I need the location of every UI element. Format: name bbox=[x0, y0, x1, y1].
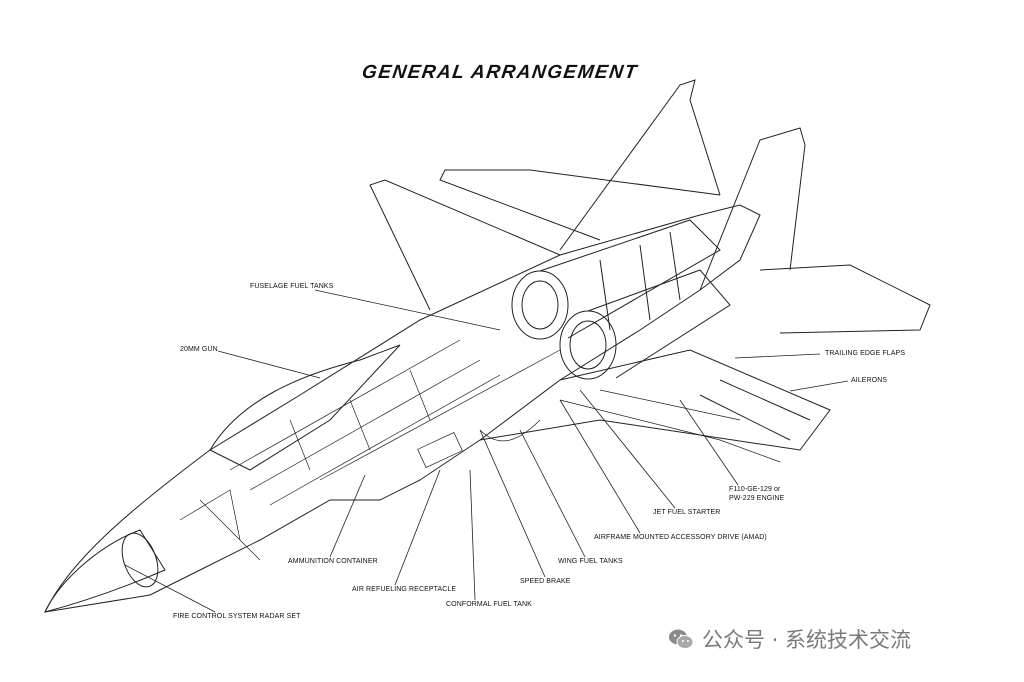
label-ammunition-container: AMMUNITION CONTAINER bbox=[288, 558, 378, 565]
label-wing-fuel-tanks: WING FUEL TANKS bbox=[558, 558, 623, 565]
label-radar-set: FIRE CONTROL SYSTEM RADAR SET bbox=[173, 613, 301, 620]
label-ailerons: AILERONS bbox=[851, 377, 888, 384]
right-vertical-tail bbox=[699, 127, 806, 291]
diagram-title: GENERAL ARRANGEMENT bbox=[360, 62, 640, 83]
radar-antenna bbox=[121, 532, 159, 588]
label-engine-line1: F110-GE-129 or bbox=[729, 486, 781, 493]
radome bbox=[44, 529, 166, 613]
label-20mm-gun: 20MM GUN bbox=[180, 346, 218, 353]
label-speed-brake: SPEED BRAKE bbox=[520, 578, 571, 585]
left-vertical-tail bbox=[559, 79, 721, 251]
right-stabilator bbox=[759, 264, 931, 334]
watermark-text: 公众号 · 系统技术交流 bbox=[702, 628, 912, 652]
label-fuselage-fuel-tanks: FUSELAGE FUEL TANKS bbox=[250, 283, 334, 290]
wechat-icon bbox=[669, 629, 694, 649]
label-conformal-fuel-tank: CONFORMAL FUEL TANK bbox=[446, 601, 532, 608]
label-engine-line2: PW-229 ENGINE bbox=[729, 495, 785, 502]
label-jet-fuel-starter: JET FUEL STARTER bbox=[653, 509, 721, 516]
leader-lines bbox=[124, 289, 849, 613]
left-stabilator bbox=[439, 169, 721, 241]
canopy bbox=[209, 344, 401, 471]
engines bbox=[511, 219, 731, 380]
watermark: 公众号 · 系统技术交流 bbox=[668, 624, 911, 654]
internal-structure bbox=[179, 339, 781, 561]
fuselage-outline bbox=[44, 204, 761, 613]
label-amad: AIRFRAME MOUNTED ACCESSORY DRIVE (AMAD) bbox=[594, 534, 767, 541]
flap-line bbox=[699, 379, 811, 441]
label-trailing-edge-flaps: TRAILING EDGE FLAPS bbox=[825, 350, 906, 357]
left-wing bbox=[369, 179, 561, 311]
label-air-refueling-receptacle: AIR REFUELING RECEPTACLE bbox=[352, 586, 457, 593]
right-wing bbox=[479, 349, 831, 451]
